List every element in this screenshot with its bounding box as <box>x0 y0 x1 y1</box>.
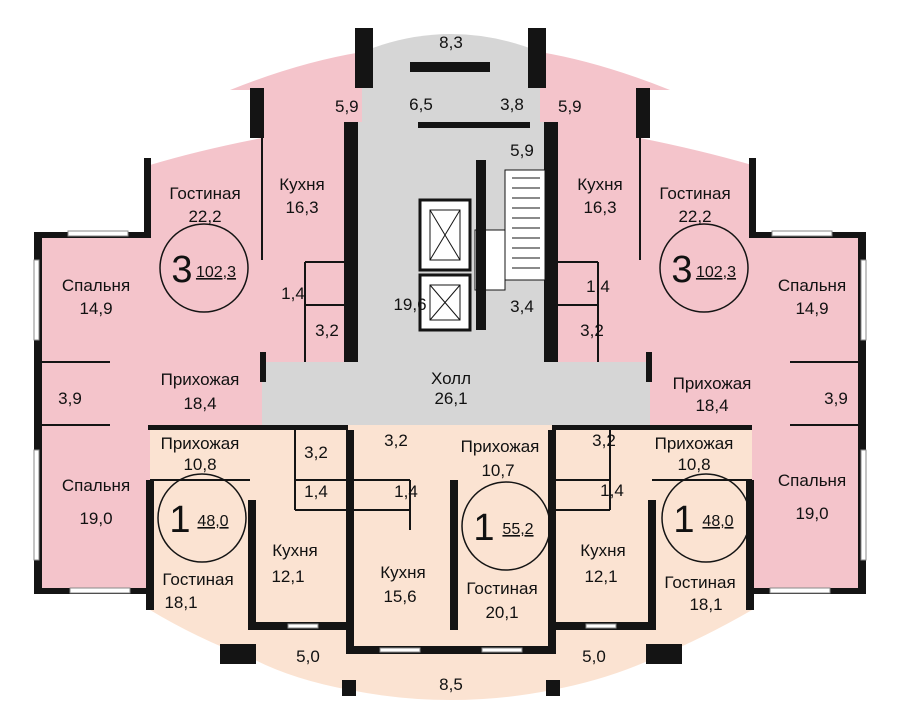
hall-area: 26,1 <box>434 389 467 408</box>
rooms-count: 1 <box>169 499 190 541</box>
corridor-left-area: 6,5 <box>409 95 433 114</box>
kitchen-label: Кухня <box>580 541 626 560</box>
interior-walls <box>40 138 860 530</box>
living-label: Гостиная <box>664 573 735 592</box>
kitchen-area: 15,6 <box>383 587 416 606</box>
storage-area: 3,9 <box>824 389 848 408</box>
kitchen-area: 16,3 <box>583 198 616 217</box>
apartment-3-right <box>548 122 860 590</box>
rooms-count: 1 <box>673 499 694 541</box>
hallway-label: Прихожая <box>461 437 540 456</box>
elevator-lobby-area: 19,6 <box>393 295 426 314</box>
kitchen-label: Кухня <box>272 541 318 560</box>
living-label: Гостиная <box>659 184 730 203</box>
balcony-bottom-left-area: 5,0 <box>296 647 320 666</box>
bedroom2-area: 19,0 <box>795 504 828 523</box>
total-area: 55,2 <box>502 521 533 538</box>
balcony-top-center <box>362 34 540 68</box>
common-labels: 6,5 3,8 5,9 19,6 3,4 Холл 26,1 <box>393 95 533 408</box>
kitchen-area: 12,1 <box>271 567 304 586</box>
balcony-bottom-center-area: 8,5 <box>439 675 463 694</box>
bath-area: 3,2 <box>592 431 616 450</box>
living-area: 22,2 <box>188 207 221 226</box>
apartment-3-right-labels: Гостиная 22,2 Кухня 16,3 Спальня 14,9 Сп… <box>577 175 848 523</box>
bath-area: 3,2 <box>315 321 339 340</box>
type-badges <box>157 223 751 571</box>
bedroom1-area: 14,9 <box>79 299 112 318</box>
rooms-count: 3 <box>671 249 692 291</box>
hall-label: Холл <box>431 369 471 388</box>
apartment-1-left-labels: Прихожая 10,8 Кухня 12,1 Гостиная 18,1 3… <box>161 434 328 612</box>
living-area: 22,2 <box>678 207 711 226</box>
apartment-3-left-labels: Гостиная 22,2 Кухня 16,3 Спальня 14,9 Сп… <box>58 175 339 528</box>
wc-area: 1,4 <box>600 481 624 500</box>
storage-area: 3,9 <box>58 389 82 408</box>
kitchen-label: Кухня <box>577 175 623 194</box>
wc-area: 1,4 <box>281 284 305 303</box>
hallway-area: 10,7 <box>481 461 514 480</box>
rooms-count: 1 <box>473 507 494 549</box>
hallway-area: 10,8 <box>183 455 216 474</box>
apartment-1-center-labels: Прихожая 10,7 Кухня 15,6 Гостиная 20,1 3… <box>380 431 539 622</box>
hallway-area: 18,4 <box>695 396 728 415</box>
elevator-shafts <box>418 198 472 332</box>
wc-area: 1,4 <box>394 482 418 501</box>
living-label: Гостиная <box>466 579 537 598</box>
balcony-bottom-right-area: 5,0 <box>582 647 606 666</box>
total-area: 48,0 <box>702 513 733 530</box>
kitchen-area: 16,3 <box>285 198 318 217</box>
balcony-top-center-area: 8,3 <box>439 33 463 52</box>
bedroom2-label: Спальня <box>778 471 846 490</box>
hallway-area: 18,4 <box>183 394 216 413</box>
total-area: 102,3 <box>196 264 236 281</box>
living-area: 18,1 <box>689 595 722 614</box>
bedroom1-label: Спальня <box>62 276 130 295</box>
balcony-top-right-area: 5,9 <box>558 97 582 116</box>
bedroom1-label: Спальня <box>778 276 846 295</box>
bedroom2-area: 19,0 <box>79 509 112 528</box>
staircase <box>474 160 546 330</box>
hallway-label: Прихожая <box>161 370 240 389</box>
kitchen-area: 12,1 <box>584 567 617 586</box>
balcony-bottom-left <box>255 628 350 690</box>
balcony-bottom-center <box>350 650 552 700</box>
bath-area: 3,2 <box>304 443 328 462</box>
living-area: 18,1 <box>164 593 197 612</box>
balcony-top-left-area: 5,9 <box>335 97 359 116</box>
corridor-right-area: 3,8 <box>500 95 524 114</box>
hallway-area: 10,8 <box>677 455 710 474</box>
hallway-label: Прихожая <box>655 434 734 453</box>
kitchen-label: Кухня <box>380 563 426 582</box>
kitchen-label: Кухня <box>279 175 325 194</box>
hallway-label: Прихожая <box>673 374 752 393</box>
stair-area: 3,4 <box>510 297 534 316</box>
total-area: 102,3 <box>696 264 736 281</box>
bath-area: 3,2 <box>384 431 408 450</box>
balcony-labels: 8,3 5,9 5,9 8,5 5,0 5,0 <box>296 33 606 694</box>
rooms-count: 3 <box>171 249 192 291</box>
apartment-3-left <box>40 122 355 590</box>
total-area: 48,0 <box>197 513 228 530</box>
bath-area: 3,2 <box>580 321 604 340</box>
balcony-bottom-right <box>552 628 650 690</box>
wc-area: 1,4 <box>304 482 328 501</box>
vestibule-area: 5,9 <box>510 141 534 160</box>
bedroom1-area: 14,9 <box>795 299 828 318</box>
wc-area: 1,4 <box>586 277 610 296</box>
living-area: 20,1 <box>485 603 518 622</box>
living-label: Гостиная <box>162 570 233 589</box>
apartment-1-right-labels: Прихожая 10,8 Кухня 12,1 Гостиная 18,1 3… <box>580 431 735 614</box>
living-label: Гостиная <box>169 184 240 203</box>
bedroom2-label: Спальня <box>62 476 130 495</box>
hallway-label: Прихожая <box>161 434 240 453</box>
windows <box>33 230 867 653</box>
